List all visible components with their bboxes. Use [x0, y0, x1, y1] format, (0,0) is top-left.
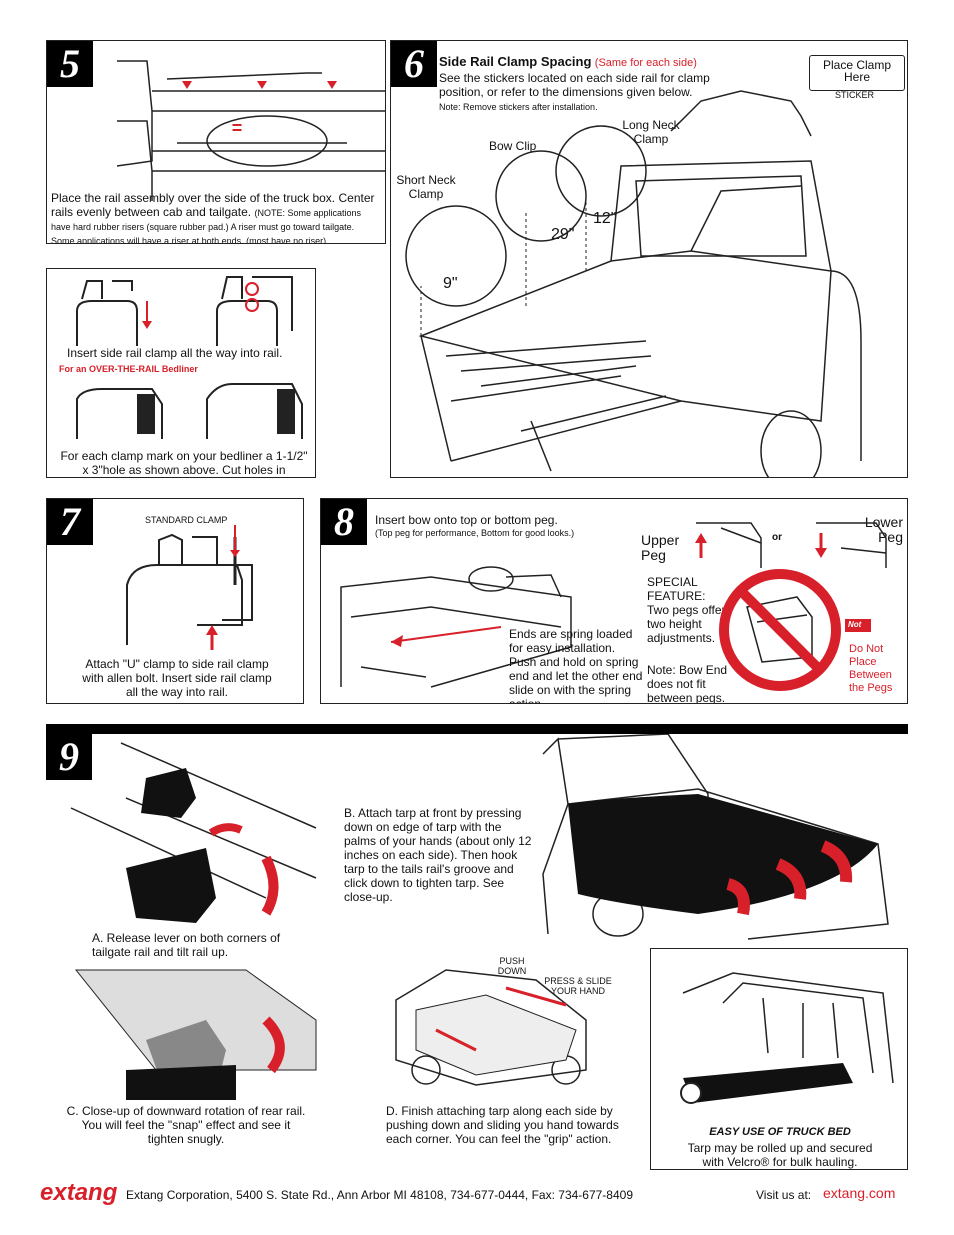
step8-number: 8 [321, 499, 367, 545]
short-neck-label: Short Neck Clamp [396, 173, 456, 201]
standard-clamp-label: STANDARD CLAMP [145, 515, 228, 525]
step5-main: Place the rail assembly over the side of… [51, 191, 375, 219]
step9-number: 9 [46, 734, 92, 780]
clamp-insert-illustration [76, 276, 293, 346]
press-slide-label: PRESS & SLIDE YOUR HAND [544, 976, 612, 996]
dim-9: 9" [443, 275, 458, 292]
step5-note: (NOTE: Some applications have hard rubbe… [51, 208, 362, 244]
or-label: or [772, 532, 782, 543]
not-badge-label: Not [848, 620, 862, 629]
step5-number: 5 [47, 41, 93, 87]
easy-use-text: Tarp may be rolled up and secured with V… [687, 1141, 873, 1169]
footer: extang Extang Corporation, 5400 S. State… [40, 1180, 920, 1210]
push-down-label: PUSH DOWN [497, 956, 527, 976]
sticker: Place Clamp Here [809, 55, 905, 91]
sticker-label: Place Clamp Here [822, 58, 892, 84]
step6-title: Side Rail Clamp Spacing [439, 54, 592, 69]
rolled-tarp-illustration [680, 972, 894, 1104]
easy-use-heading: EASY USE OF TRUCK BED [709, 1126, 851, 1138]
extang-logo: extang [40, 1179, 118, 1206]
step6-body: See the stickers located on each side ra… [439, 71, 710, 99]
step7-text: Attach "U" clamp to side rail clamp with… [82, 657, 272, 699]
step5-rail-illustration [116, 60, 385, 201]
no-symbol [719, 569, 841, 691]
step7-number: 7 [47, 499, 93, 545]
easy-use-panel: EASY USE OF TRUCK BED Tarp may be rolled… [650, 948, 908, 1170]
step9-b-text: B. Attach tarp at front by pressing down… [344, 806, 532, 904]
step5-clamp-panel: Insert side rail clamp all the way into … [46, 268, 316, 478]
step6-note: Note: Remove stickers after installation… [439, 102, 598, 112]
step9-a-text: A. Release lever on both corners of tail… [92, 931, 281, 959]
step8-subtitle: (Top peg for performance, Bottom for goo… [375, 528, 575, 538]
standard-clamp-illustration [126, 525, 253, 650]
step5-panel: 5 = Place the rail assembly over the sid… [46, 40, 386, 244]
peg-options-illustration [695, 522, 887, 568]
insert-clamp-text: Insert side rail clamp all the way into … [67, 346, 283, 360]
step6-number: 6 [391, 41, 437, 87]
step8-note: Note: Bow End does not fit between pegs. [647, 663, 728, 704]
bow-clip-label: Bow Clip [489, 139, 537, 153]
bedliner-heading: For an OVER-THE-RAIL Bedliner [59, 364, 198, 374]
upper-peg-label: Upper Peg [641, 532, 680, 563]
step6-panel: 6 Side Rail Clamp Spacing (Same for each… [390, 40, 908, 478]
tarp-side-illustration [395, 969, 587, 1086]
step9-bar [46, 724, 908, 734]
step5-main-text: Place the rail assembly over the side of… [51, 191, 376, 244]
bedliner-illustration [76, 383, 303, 439]
bedliner-text: For each clamp mark on your bedliner a 1… [60, 449, 308, 477]
step6-title-line: Side Rail Clamp Spacing (Same for each s… [439, 55, 769, 70]
step8-panel: 8 Insert bow onto top or bottom peg. (To… [320, 498, 908, 704]
visit-label: Visit us at: [756, 1188, 812, 1202]
bow-insert-illustration [340, 566, 572, 688]
step9-d-text: D. Finish attaching tarp along each side… [386, 1104, 619, 1146]
tailgate-lever-illustration [70, 742, 317, 923]
footer-address: Extang Corporation, 5400 S. State Rd., A… [126, 1188, 633, 1202]
special-feature: SPECIAL FEATURE: Two pegs offer two heig… [647, 575, 726, 645]
long-neck-label: Long Neck Clamp [622, 118, 680, 146]
tarp-front-illustration [542, 734, 889, 940]
step9-panel: 9 A. Release lever on both corners of ta… [46, 724, 908, 1170]
do-not-place: Do Not Place Between the Pegs [849, 643, 893, 694]
step7-panel: 7 STANDARD CLAMP Attach "U" clamp to sid… [46, 498, 304, 704]
spring-text: Ends are spring loaded for easy installa… [509, 627, 643, 704]
rail-closeup-illustration [74, 969, 317, 1100]
equals-sign: = [231, 118, 243, 138]
sticker-caption: STICKER [835, 90, 875, 100]
not-badge: Not [845, 619, 871, 632]
website-link[interactable]: extang.com [823, 1185, 896, 1201]
step9-c-text: C. Close-up of downward rotation of rear… [66, 1104, 306, 1146]
lower-peg-label: Lower Peg [864, 514, 903, 545]
truck-bed-illustration [405, 90, 862, 477]
step6-title-note: (Same for each side) [594, 57, 697, 69]
step8-title: Insert bow onto top or bottom peg. [375, 513, 558, 527]
